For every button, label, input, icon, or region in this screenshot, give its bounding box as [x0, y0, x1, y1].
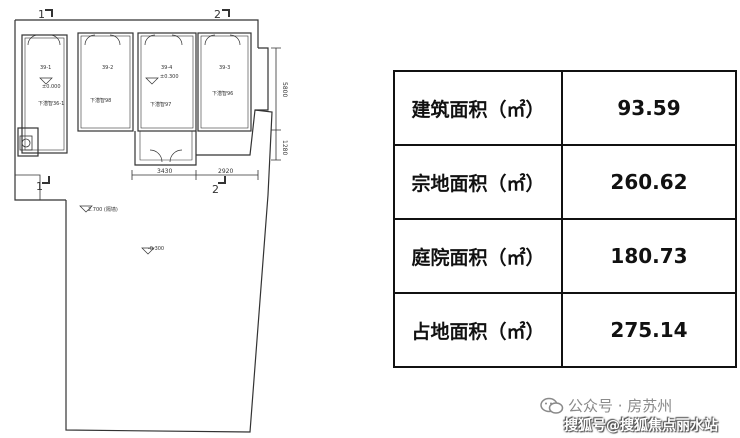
- dimension-2920: 2920: [218, 168, 233, 175]
- room-39-1-outline: [21, 34, 68, 154]
- elevation-0000: ±0.000: [42, 84, 61, 90]
- row-value-courtyard-area: 180.73: [561, 218, 737, 294]
- room-39-3-outline: [197, 32, 252, 132]
- row-value-building-area: 93.59: [561, 70, 737, 146]
- elevation-minus-0300: -0.300: [148, 246, 164, 252]
- dimension-3430: 3430: [157, 168, 172, 175]
- room-caption-98: 下潜智98: [90, 97, 111, 104]
- row-label-courtyard-area: 庭院面积（㎡）: [393, 218, 563, 294]
- watermark: 公众号 · 房苏州 搜狐号@搜狐焦点丽水站: [540, 395, 740, 435]
- table-row: 占地面积（㎡） 275.14: [393, 292, 737, 368]
- section-mark-1-top: 1: [38, 8, 45, 21]
- dimension-5800: 5800: [281, 82, 288, 97]
- row-label-building-area: 建筑面积（㎡）: [393, 70, 563, 146]
- row-value-footprint-area: 275.14: [561, 292, 737, 368]
- row-value-parcel-area: 260.62: [561, 144, 737, 220]
- floor-plan-drawing: 1 2 1 2 39-1 39-2 39-4 39-3 下潜智36-1 下潜智9…: [14, 8, 288, 433]
- elevation-0300: ±0.300: [160, 74, 179, 80]
- watermark-account: 公众号 · 房苏州: [568, 397, 673, 415]
- table-row: 宗地面积（㎡） 260.62: [393, 144, 737, 220]
- room-number-39-4: 39-4: [161, 65, 172, 71]
- section-mark-2-bottom: 2: [212, 183, 219, 196]
- room-39-2-outline: [77, 32, 134, 132]
- room-caption-36-1: 下潜智36-1: [38, 100, 64, 107]
- row-label-footprint-area: 占地面积（㎡）: [393, 292, 563, 368]
- room-number-39-2: 39-2: [102, 65, 113, 71]
- room-39-4-outline: [137, 32, 197, 132]
- building-outline: [14, 19, 269, 201]
- table-row: 建筑面积（㎡） 93.59: [393, 70, 737, 146]
- section-mark-1-bottom: 1: [36, 180, 43, 193]
- room-number-39-3: 39-3: [219, 65, 230, 71]
- dimension-1280: 1280: [281, 140, 288, 155]
- wechat-icon: [540, 397, 564, 414]
- yard-boundary: [65, 109, 273, 433]
- table-row: 庭院面积（㎡） 180.73: [393, 218, 737, 294]
- room-number-39-1: 39-1: [40, 65, 51, 71]
- watermark-site: 搜狐号@搜狐焦点丽水站: [564, 418, 718, 434]
- room-caption-96: 下潜智96: [212, 90, 233, 97]
- row-label-parcel-area: 宗地面积（㎡）: [393, 144, 563, 220]
- elevation-2700: 2.700 (隔墙): [88, 206, 118, 213]
- section-mark-2-top: 2: [214, 8, 221, 21]
- area-table: 建筑面积（㎡） 93.59 宗地面积（㎡） 260.62 庭院面积（㎡） 180…: [393, 70, 737, 368]
- toilet-area: [17, 127, 39, 157]
- room-caption-97: 下潜智97: [150, 101, 171, 108]
